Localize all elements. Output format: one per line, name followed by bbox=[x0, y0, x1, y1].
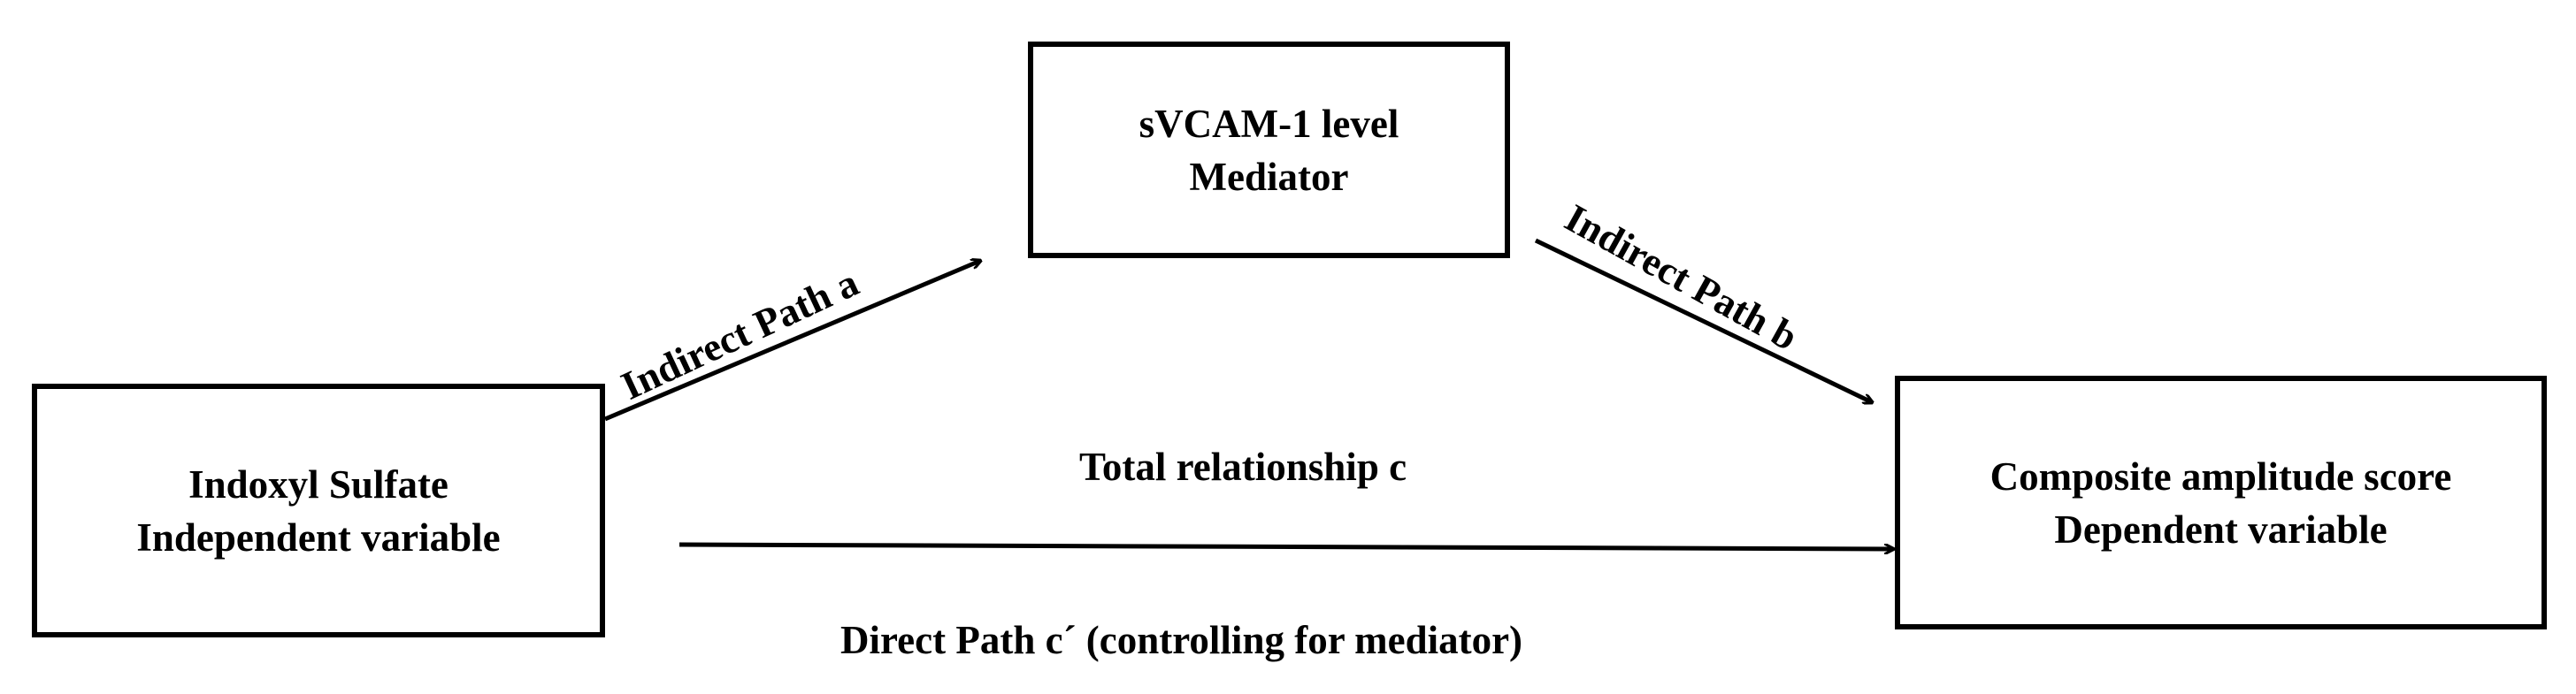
dependent-variable-name: Composite amplitude score bbox=[1990, 454, 2452, 499]
mediator-name: sVCAM-1 level bbox=[1138, 101, 1399, 146]
independent-variable-role: Independent variable bbox=[136, 515, 501, 560]
mediator-box: sVCAM-1 level Mediator bbox=[1028, 42, 1510, 258]
mediator-role: Mediator bbox=[1189, 154, 1349, 199]
arrow-path-b bbox=[1534, 238, 1872, 402]
arrow-path-a bbox=[604, 261, 980, 422]
total-relationship-label: Total relationship c bbox=[1079, 445, 1407, 489]
dependent-variable-box: Composite amplitude score Dependent vari… bbox=[1895, 376, 2547, 629]
independent-variable-box: Indoxyl Sulfate Independent variable bbox=[32, 384, 605, 637]
arrow-direct-path bbox=[678, 542, 1893, 549]
direct-path-label: Direct Path c´ (controlling for mediator… bbox=[840, 618, 1523, 662]
dependent-variable-role: Dependent variable bbox=[2054, 507, 2388, 552]
independent-variable-name: Indoxyl Sulfate bbox=[188, 461, 448, 507]
